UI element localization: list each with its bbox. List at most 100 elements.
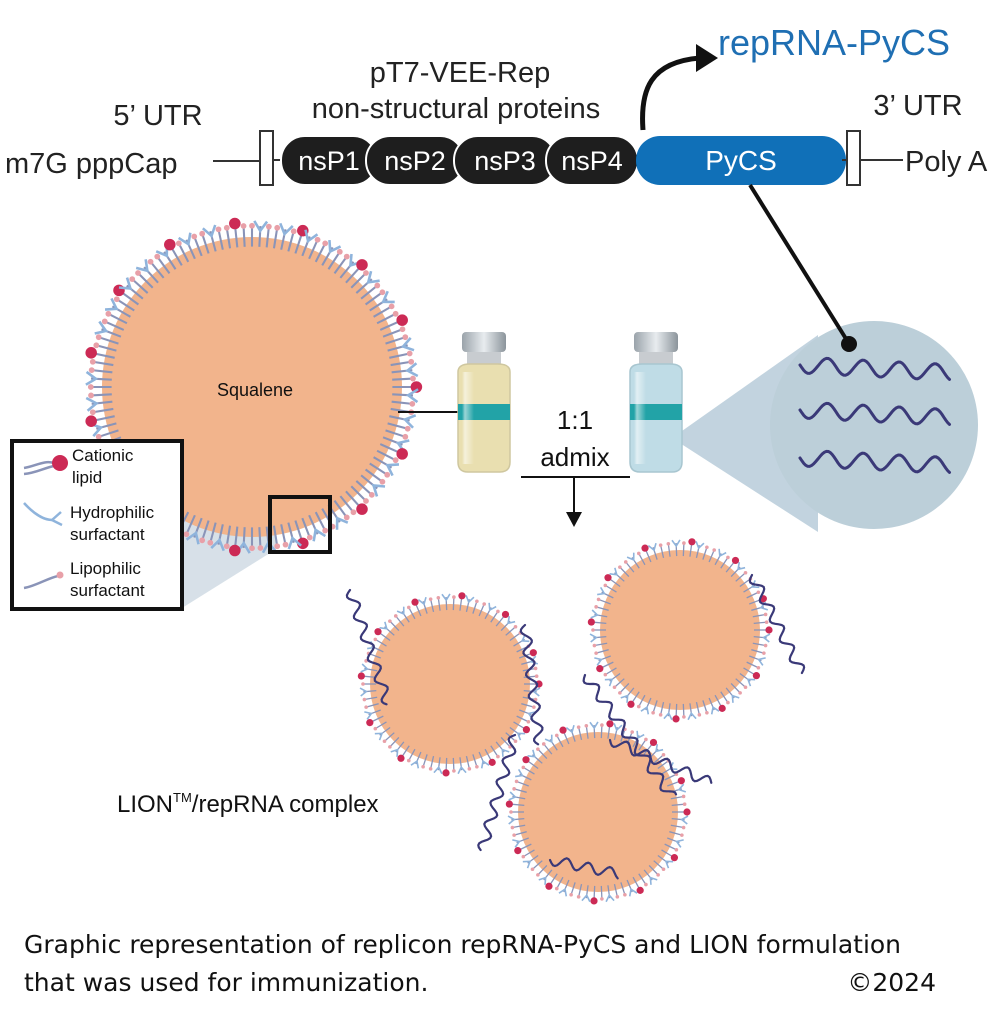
lipophilic-head bbox=[89, 358, 96, 365]
lipid-tail bbox=[472, 754, 478, 767]
lipid-tail bbox=[364, 291, 384, 306]
lipid-tail bbox=[258, 527, 262, 549]
lipophilic-head bbox=[87, 384, 94, 390]
lipophilic-head bbox=[382, 739, 387, 744]
lipophilic-head bbox=[336, 248, 343, 255]
lipid-tail bbox=[625, 561, 635, 573]
lipophilic-head bbox=[350, 509, 357, 516]
hydrophilic-head bbox=[312, 527, 327, 542]
lipophilic-head bbox=[680, 833, 684, 837]
complex-rna-strand-5 bbox=[477, 733, 517, 852]
lipid-tail bbox=[516, 780, 529, 787]
hydrophilic-head bbox=[457, 765, 467, 775]
lipophilic-head bbox=[368, 491, 375, 498]
lipid-tail bbox=[505, 626, 516, 636]
lipid-tail bbox=[120, 291, 140, 306]
lipophilic-head bbox=[712, 548, 716, 552]
lipophilic-head bbox=[135, 270, 141, 276]
complex-rna-strand-6 bbox=[608, 738, 713, 784]
lipid-tail bbox=[301, 517, 311, 538]
lipid-tail bbox=[374, 638, 387, 647]
rna-callout bbox=[672, 183, 978, 532]
hydrophilic-head bbox=[590, 609, 599, 619]
lipophilic-head bbox=[658, 543, 663, 547]
hydrophilic-head bbox=[731, 694, 740, 703]
lipophilic-head bbox=[249, 222, 255, 229]
cationic-lipid-head bbox=[356, 503, 368, 515]
lipid-tail bbox=[619, 566, 630, 577]
rna-strands bbox=[798, 356, 951, 474]
lipophilic-head bbox=[521, 765, 526, 770]
hydrophilic-head bbox=[402, 414, 417, 429]
legend: Cationic lipid Hydrophilic surfactant Li… bbox=[10, 439, 184, 611]
hydrophilic-head bbox=[597, 586, 606, 596]
complex-label-tm: TM bbox=[173, 790, 192, 805]
lipophilic-head bbox=[95, 334, 102, 341]
lion-complex-1 bbox=[357, 592, 543, 777]
zoom-box bbox=[268, 495, 332, 554]
lipophilic-head bbox=[452, 595, 456, 599]
lipophilic-head bbox=[496, 609, 500, 614]
hydrophilic-head bbox=[405, 388, 419, 404]
lipid-tail bbox=[746, 591, 759, 599]
lipophilic-head bbox=[674, 847, 679, 852]
lipophilic-head bbox=[623, 560, 628, 564]
segment-label-nsp4: nsP4 bbox=[561, 146, 623, 176]
lipid-tail bbox=[664, 843, 677, 851]
lipophilic-head bbox=[402, 433, 409, 440]
hydrophilic-head bbox=[508, 791, 517, 801]
hydrophilic-head bbox=[381, 290, 395, 304]
lipid-tail bbox=[669, 831, 683, 836]
lipophilic-head bbox=[743, 685, 748, 690]
cationic-lipid-head bbox=[410, 381, 423, 393]
lipophilic-head bbox=[113, 296, 120, 303]
replicon-construct: repRNA-PyCS pT7-VEE-Rep non-structural p… bbox=[5, 22, 988, 186]
lipophilic-head bbox=[421, 764, 425, 769]
complex-rna-strand-1 bbox=[345, 588, 389, 706]
lipid-tail bbox=[556, 876, 564, 889]
lipophilic-head bbox=[175, 240, 182, 247]
lipophilic-head bbox=[306, 534, 313, 541]
lipid-tail bbox=[595, 606, 609, 611]
hydrophilic-head bbox=[757, 657, 766, 666]
lipophilic-head bbox=[392, 457, 399, 464]
hydrophilic-head bbox=[328, 239, 342, 254]
hydrophilic-head bbox=[385, 463, 400, 477]
lipophilic-head bbox=[89, 409, 96, 416]
lipophilic-head bbox=[526, 719, 531, 724]
lipid-tail bbox=[594, 642, 608, 647]
hydrophilic-head bbox=[626, 552, 635, 562]
lipid-tail bbox=[371, 715, 384, 723]
lipid-tail bbox=[149, 261, 165, 279]
lipid-tail bbox=[638, 553, 646, 566]
lipophilic-head bbox=[743, 570, 748, 575]
hydrophilic-head bbox=[655, 744, 664, 753]
lipid-tail bbox=[661, 849, 674, 858]
lipid-tail bbox=[511, 803, 525, 807]
lipid-tail bbox=[364, 468, 384, 483]
lipid-tail bbox=[430, 599, 435, 612]
lipid-tail bbox=[422, 754, 428, 767]
cationic-lipid-head bbox=[587, 618, 595, 626]
cationic-lipid-head bbox=[718, 704, 726, 712]
lipid-tail bbox=[379, 632, 391, 642]
lipophilic-head bbox=[594, 651, 598, 655]
rna-magnifier-circle bbox=[770, 321, 978, 529]
lipophilic-head bbox=[530, 867, 535, 872]
lipophilic-head bbox=[199, 230, 206, 237]
lipid-tail bbox=[314, 511, 327, 532]
lipid-tail bbox=[593, 885, 596, 899]
lipid-tail bbox=[735, 678, 746, 688]
lipid-tail bbox=[355, 480, 373, 496]
hydrophilic-head bbox=[94, 320, 109, 335]
lipophilic-head bbox=[682, 541, 686, 545]
complex-rna-strand-3 bbox=[582, 673, 678, 796]
lipid-tail bbox=[522, 849, 535, 858]
cationic-lipid-head bbox=[458, 592, 466, 600]
lipophilic-head bbox=[682, 802, 687, 807]
lipophilic-head bbox=[756, 665, 761, 670]
cationic-lipid-head bbox=[397, 754, 405, 762]
lipid-tail bbox=[532, 860, 543, 870]
lipid-tail bbox=[156, 255, 171, 275]
lipophilic-head bbox=[726, 700, 730, 705]
